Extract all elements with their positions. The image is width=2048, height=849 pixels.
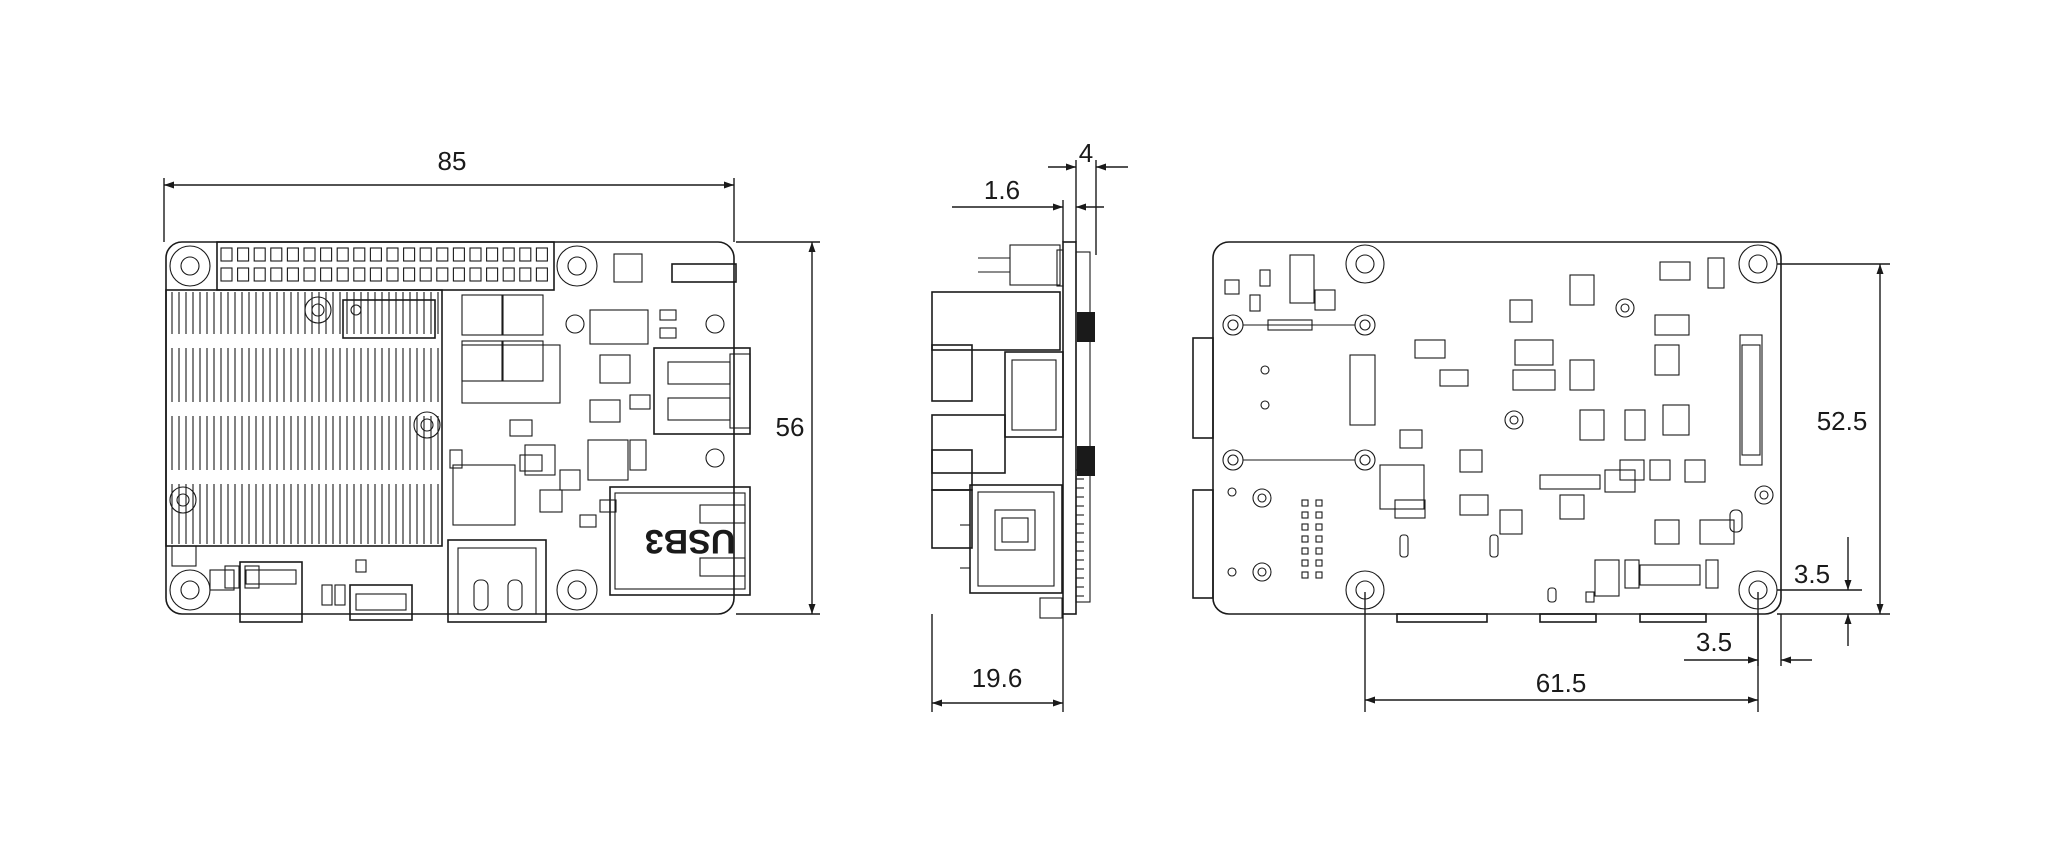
side-view-dimension-1.6: 1.6 — [952, 175, 1104, 242]
top-view-usb3-logo: USB3 — [645, 522, 736, 560]
dimension-85-label: 85 — [438, 146, 467, 176]
top-view-components — [224, 294, 725, 606]
dimension-52.5-label: 52.5 — [1817, 406, 1868, 436]
top-view-usb3-stack: USB3 — [609, 486, 751, 596]
dimension-3.5-horizontal-label: 3.5 — [1696, 627, 1732, 657]
dimension-3.5-vertical-label: 3.5 — [1794, 559, 1830, 589]
dimension-4-label: 4 — [1079, 138, 1093, 168]
side-view-pcb — [1062, 241, 1077, 615]
top-view-camera-connector — [671, 263, 737, 283]
side-view-dimension-19.6: 19.6 — [931, 614, 1064, 712]
bottom-view-dimension-3.5-horizontal: 3.5 — [1684, 592, 1812, 666]
side-view-ports — [931, 291, 1064, 619]
bottom-view — [1192, 241, 1782, 623]
bottom-view-dimension-61.5: 61.5 — [1364, 592, 1759, 712]
bottom-view-board-outline — [1212, 241, 1782, 615]
top-view-heatsink — [165, 289, 443, 547]
dimension-19.6-label: 19.6 — [972, 663, 1023, 693]
top-view-gpio-header — [216, 241, 555, 291]
top-view: USB3 — [165, 241, 751, 623]
bottom-view-components — [1224, 254, 1774, 603]
side-view-dimension-4: 4 — [1048, 138, 1128, 255]
dimension-1.6-label: 1.6 — [984, 175, 1020, 205]
dimension-56-label: 56 — [776, 412, 805, 442]
dimension-61.5-label: 61.5 — [1536, 668, 1587, 698]
side-view-gpio — [978, 244, 1061, 286]
bottom-view-mounting-holes — [1222, 244, 1778, 610]
bottom-view-dimension-3.5-vertical: 3.5 — [1777, 537, 1862, 646]
top-view-usb-a-port — [653, 347, 751, 435]
top-view-mounting-holes — [169, 245, 598, 611]
top-view-dimension-56: 56 — [736, 241, 820, 615]
top-view-dimension-85: 85 — [163, 146, 735, 242]
top-view-bottom-ports — [171, 539, 547, 623]
bottom-view-dimension-52.5: 52.5 — [1777, 263, 1890, 615]
bottom-view-edge-connectors — [1192, 337, 1707, 623]
side-view — [931, 241, 1095, 619]
